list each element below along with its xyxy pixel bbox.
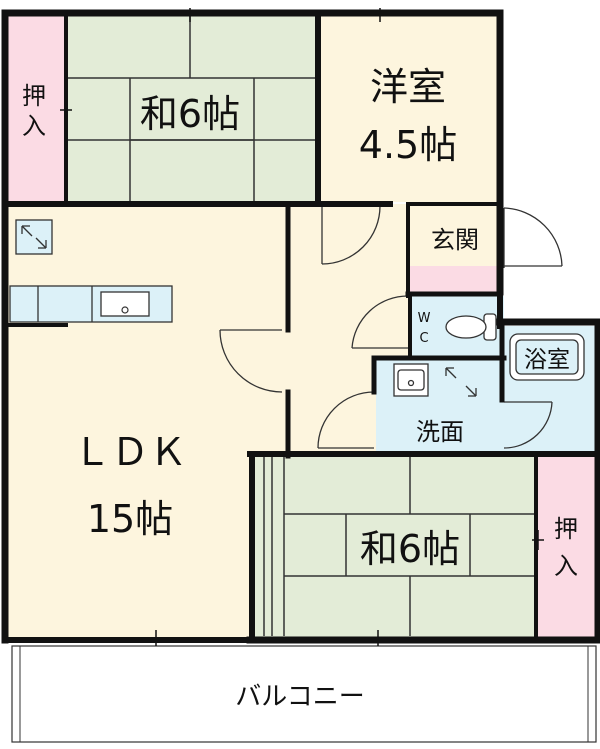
room-labels: 和6帖 押 入 洋室 4.5帖 玄関 W C 浴室 洗面 ＬＤＫ 15帖 和6帖…: [22, 65, 578, 712]
toilet-icon: [445, 313, 497, 341]
washitsu-bottom-floor: [250, 452, 538, 638]
washitsu-top-label: 和6帖: [140, 92, 240, 136]
balcony-label: バルコニー: [235, 682, 364, 712]
ventilation-fan-icon: [15, 219, 53, 255]
ldk-floor: [8, 204, 290, 638]
washitsu-bottom-label: 和6帖: [360, 527, 460, 571]
wc-label-1: W: [418, 311, 431, 326]
kitchen-counter: [9, 285, 173, 323]
walls: [1, 9, 600, 644]
ldk-label-1: ＬＤＫ: [73, 430, 187, 474]
balcony: [11, 645, 597, 743]
tatami-lines-bottom: [263, 456, 536, 636]
oshiire-bottom-label-2: 入: [554, 552, 578, 580]
genkan-label: 玄関: [431, 226, 479, 254]
youshitsu-floor: [318, 16, 500, 202]
senmen-label: 洗面: [416, 418, 464, 446]
balcony-outline: [11, 645, 597, 743]
youshitsu-label-1: 洋室: [370, 65, 446, 109]
oshiire-bottom-label-1: 押: [554, 515, 578, 543]
youshitsu-label-2: 4.5帖: [359, 123, 457, 167]
washbasin-icon: [393, 363, 429, 397]
genkan-floor: [410, 206, 500, 266]
bathtub-icon: [509, 333, 585, 381]
yokushitsu-label: 浴室: [524, 347, 570, 373]
room-fills: [8, 16, 596, 638]
oshiire-bottom-floor: [538, 452, 596, 638]
ventilation-fan-icon: [445, 367, 477, 397]
oshiire-top-label-2: 入: [22, 112, 46, 140]
tatami-lines-top: [66, 16, 318, 202]
door-swing-icon: [219, 205, 563, 449]
oshiire-top-floor: [8, 16, 66, 202]
genkan-step: [410, 266, 500, 292]
washitsu-top-floor: [66, 16, 318, 202]
wc-label-2: C: [419, 331, 428, 346]
kitchen-sink-icon: [100, 291, 150, 317]
ldk-label-2: 15帖: [87, 497, 173, 541]
oshiire-top-label-1: 押: [22, 82, 46, 110]
